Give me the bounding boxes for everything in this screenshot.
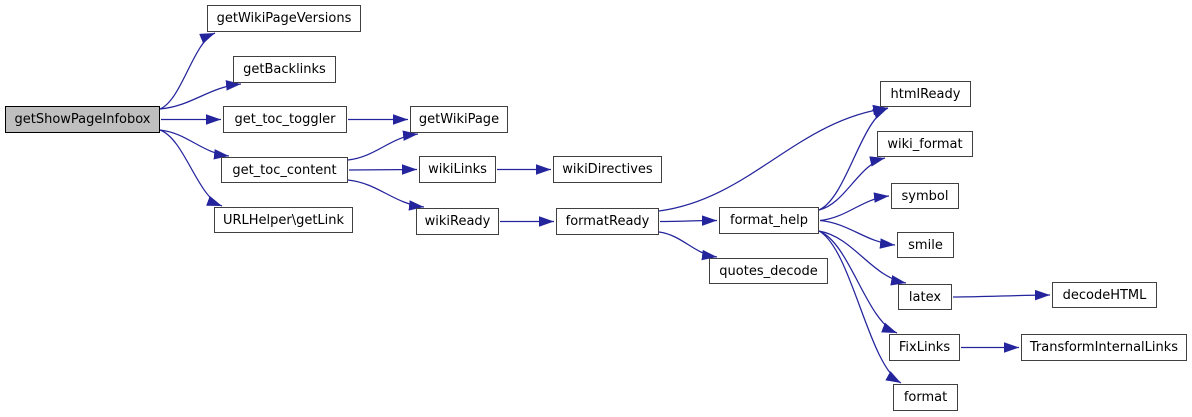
node-symbol[interactable]: symbol: [891, 183, 959, 209]
edge-format_help-to-FixLinks: [818, 230, 898, 334]
node-getBacklinks[interactable]: getBacklinks: [233, 56, 336, 83]
node-format[interactable]: format: [893, 384, 958, 411]
edge-get_toc_content-to-getWikiPage: [347, 130, 419, 161]
node-wiki_format[interactable]: wiki_format: [877, 131, 973, 157]
node-TransformInternalLinks[interactable]: TransformInternalLinks: [1021, 334, 1187, 361]
edge-getShowPageInfobox-to-get_toc_content: [159, 129, 230, 160]
node-URLHelperGetLink[interactable]: URLHelper\getLink: [214, 207, 353, 233]
edge-formatReady-to-htmlReady: [658, 104, 889, 212]
edge-formatReady-to-format_help: [659, 215, 718, 226]
node-getWikiPage[interactable]: getWikiPage: [410, 106, 508, 133]
node-wikiDirectives[interactable]: wikiDirectives: [553, 156, 662, 183]
edge-get_toc_content-to-wikiReady: [347, 179, 425, 211]
edge-get_toc_content-to-wikiLinks: [348, 164, 418, 175]
edge-latex-to-decodeHTML: [952, 289, 1051, 301]
node-format_help[interactable]: format_help: [719, 207, 819, 234]
edge-format_help-to-latex: [818, 230, 907, 286]
node-FixLinks[interactable]: FixLinks: [889, 334, 960, 361]
edge-getShowPageInfobox-to-getWikiPageVersions: [159, 32, 216, 110]
edge-getShowPageInfobox-to-getBacklinks: [159, 80, 242, 110]
edge-format_help-to-htmlReady: [818, 107, 889, 211]
node-htmlReady[interactable]: htmlReady: [880, 81, 971, 107]
node-getWikiPageVersions[interactable]: getWikiPageVersions: [207, 5, 361, 32]
edge-format_help-to-wiki_format: [818, 156, 886, 211]
edge-formatReady-to-quotes_decode: [658, 231, 718, 261]
node-wikiLinks[interactable]: wikiLinks: [419, 156, 496, 183]
node-formatReady[interactable]: formatReady: [556, 208, 659, 235]
edge-format_help-to-symbol: [819, 192, 890, 222]
node-get_toc_content[interactable]: get_toc_content: [221, 157, 348, 183]
edge-format_help-to-smile: [819, 219, 896, 249]
node-get_toc_toggler[interactable]: get_toc_toggler: [223, 106, 347, 133]
node-getShowPageInfobox: getShowPageInfobox: [5, 106, 160, 133]
node-smile[interactable]: smile: [897, 232, 954, 258]
node-latex[interactable]: latex: [898, 284, 952, 310]
node-decodeHTML[interactable]: decodeHTML: [1052, 282, 1157, 308]
edge-getShowPageInfobox-to-URLHelperGetLink: [159, 129, 223, 207]
node-quotes_decode[interactable]: quotes_decode: [709, 258, 828, 284]
node-wikiReady[interactable]: wikiReady: [416, 208, 499, 235]
edge-format_help-to-format: [818, 230, 902, 384]
